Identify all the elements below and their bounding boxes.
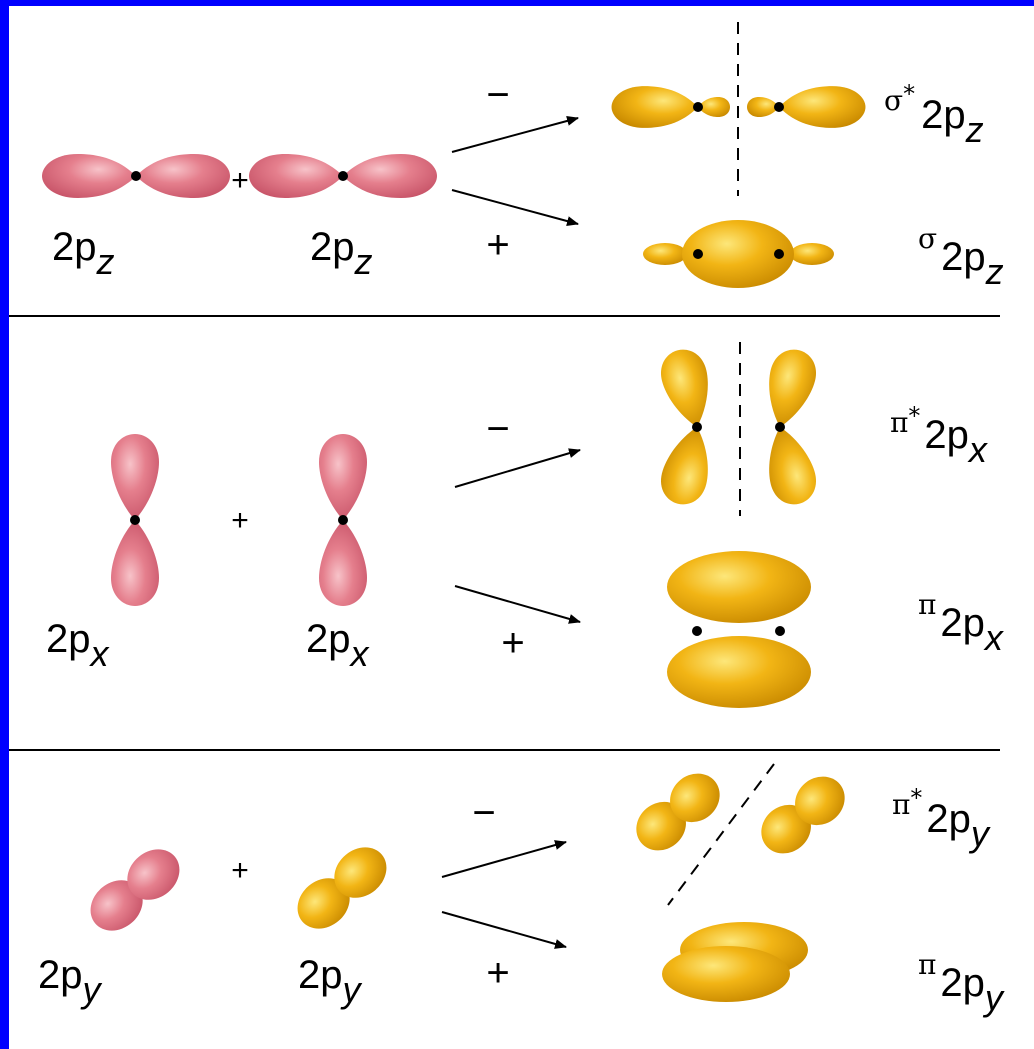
minus-sign-py: − — [472, 791, 495, 835]
plus-sign-px: + — [231, 504, 249, 537]
minus-sign-px: − — [486, 407, 509, 451]
minus-sign-pz: − — [486, 73, 509, 117]
plus-sign-bonding-py: + — [486, 951, 509, 995]
plus-sign-bonding-px: + — [501, 621, 524, 665]
plus-sign-bonding-pz: + — [486, 223, 509, 267]
plus-sign-py: + — [231, 854, 249, 887]
plus-sign-pz: + — [231, 164, 249, 197]
